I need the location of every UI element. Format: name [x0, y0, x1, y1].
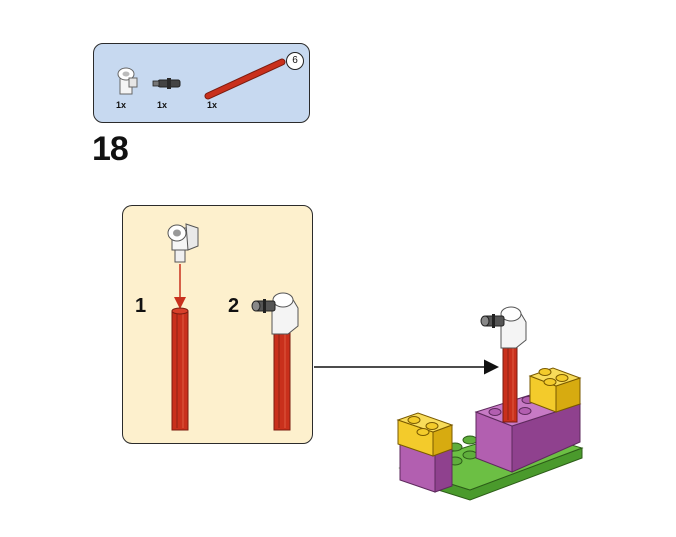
substep-2-assembly-icon: [251, 292, 299, 431]
substep-label-2: 2: [228, 295, 240, 317]
substep-1-connector-icon: [167, 223, 199, 263]
red-axle-part-icon: [204, 58, 286, 100]
substep-label-1: 1: [135, 295, 147, 317]
angle-connector-part-icon: [117, 67, 138, 95]
axle-pin-count: 1x: [157, 100, 168, 110]
axle-pin-part-icon: [152, 78, 181, 89]
angle-connector-count: 1x: [116, 100, 127, 110]
red-axle-count: 1x: [207, 100, 218, 110]
substep-1-red-axle-icon: [171, 307, 189, 431]
main-model-icon: [396, 306, 584, 501]
step-number: 18: [92, 130, 129, 168]
axle-length-badge: 6: [286, 52, 304, 70]
